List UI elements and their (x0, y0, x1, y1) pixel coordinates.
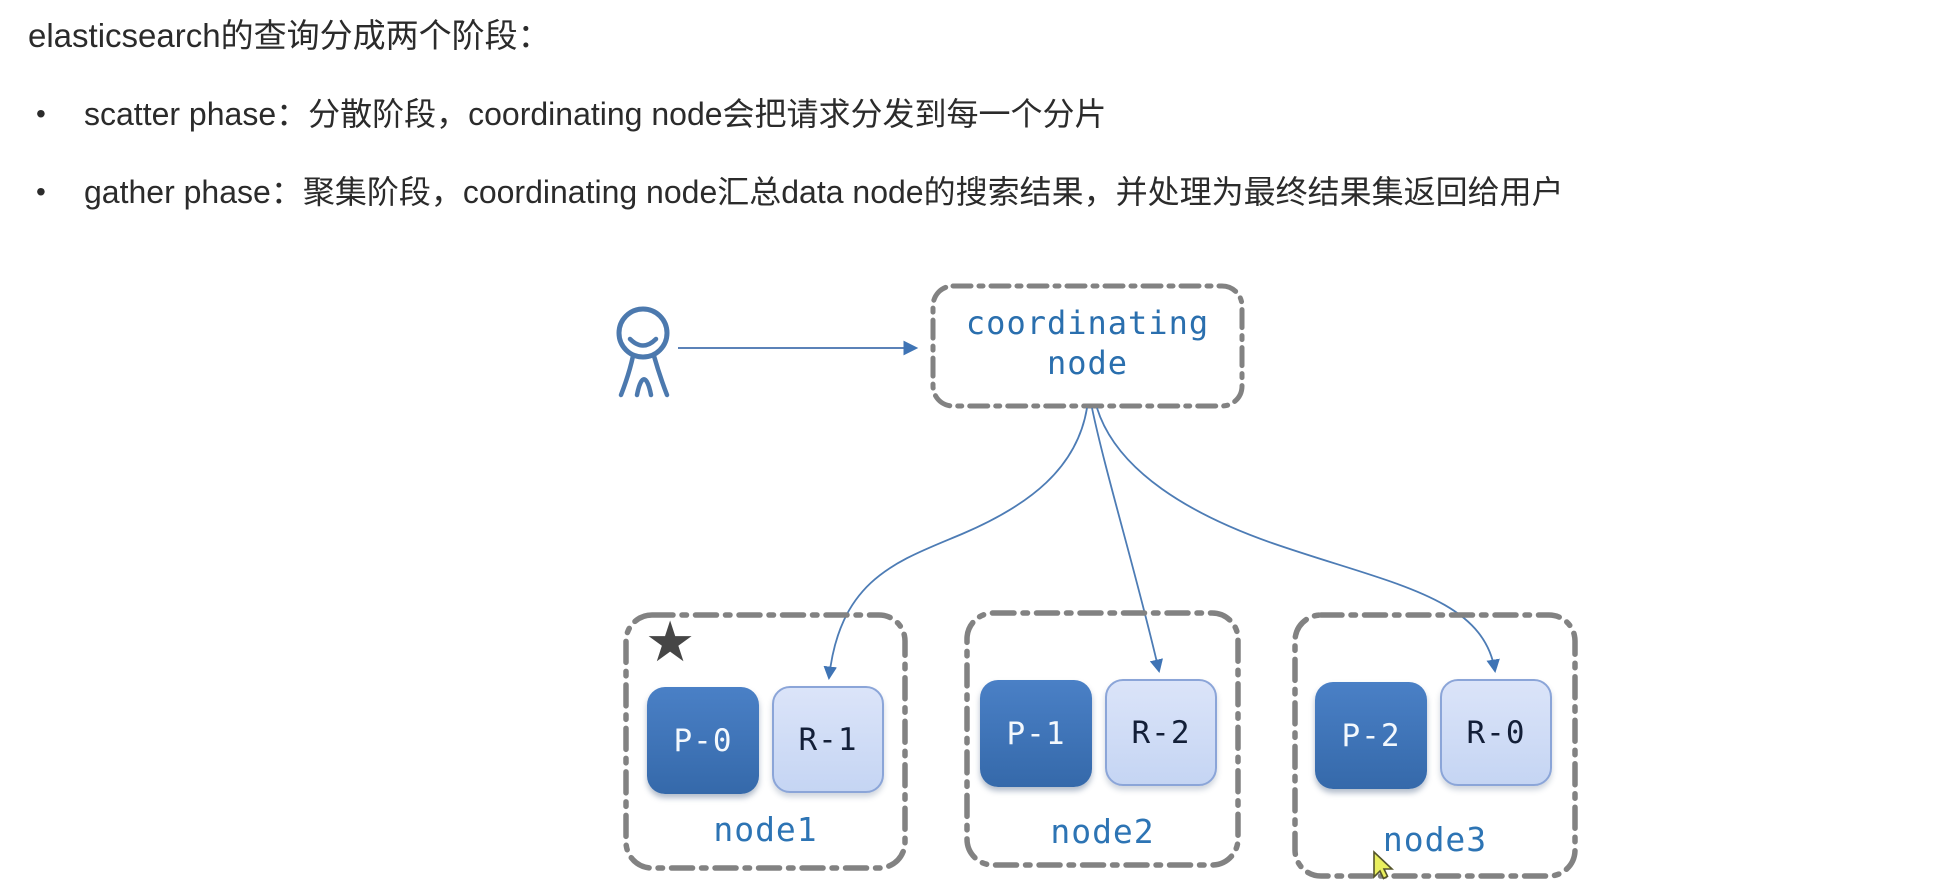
scatter-arrow-node2 (1091, 407, 1163, 673)
bullet-glyph: • (36, 176, 46, 207)
bullet-item-gather-phase: • gather phase：聚集阶段，coordinating node汇总d… (36, 170, 1564, 214)
node1-box (623, 612, 908, 871)
bullet-text-scatter: scatter phase：分散阶段，coordinating node会把请求… (84, 96, 1107, 132)
coordinating-node-label-line2: node (1046, 344, 1129, 382)
coordinating-node-label-line1: coordinating (965, 304, 1210, 342)
node1-label: node1 (713, 810, 818, 849)
coordinating-node-label: coordinating node (933, 303, 1242, 383)
node2-label: node2 (1050, 812, 1155, 851)
user-icon (616, 306, 670, 398)
scatter-arrow-node1 (823, 407, 1088, 681)
bullet-text-gather: gather phase：聚集阶段，coordinating node汇总dat… (84, 174, 1564, 210)
master-star-icon: ★ (645, 610, 696, 673)
scatter-arrow-node3 (1096, 407, 1500, 673)
mouse-cursor-icon (1373, 850, 1395, 880)
page-title: elasticsearch的查询分成两个阶段： (28, 17, 551, 54)
node3-label: node3 (1382, 820, 1488, 859)
primary-shard-p0: P-0 (647, 687, 759, 794)
replica-shard-r0: R-0 (1440, 679, 1552, 786)
primary-shard-p2: P-2 (1315, 682, 1427, 789)
replica-shard-r2: R-2 (1105, 679, 1217, 786)
primary-shard-p1: P-1 (980, 680, 1092, 787)
replica-shard-r1: R-1 (772, 686, 884, 793)
node2-box (964, 610, 1241, 868)
bullet-item-scatter-phase: • scatter phase：分散阶段，coordinating node会把… (36, 92, 1107, 136)
node3-box (1292, 612, 1578, 879)
coordinating-node-box (930, 283, 1245, 409)
bullet-glyph: • (36, 98, 46, 129)
